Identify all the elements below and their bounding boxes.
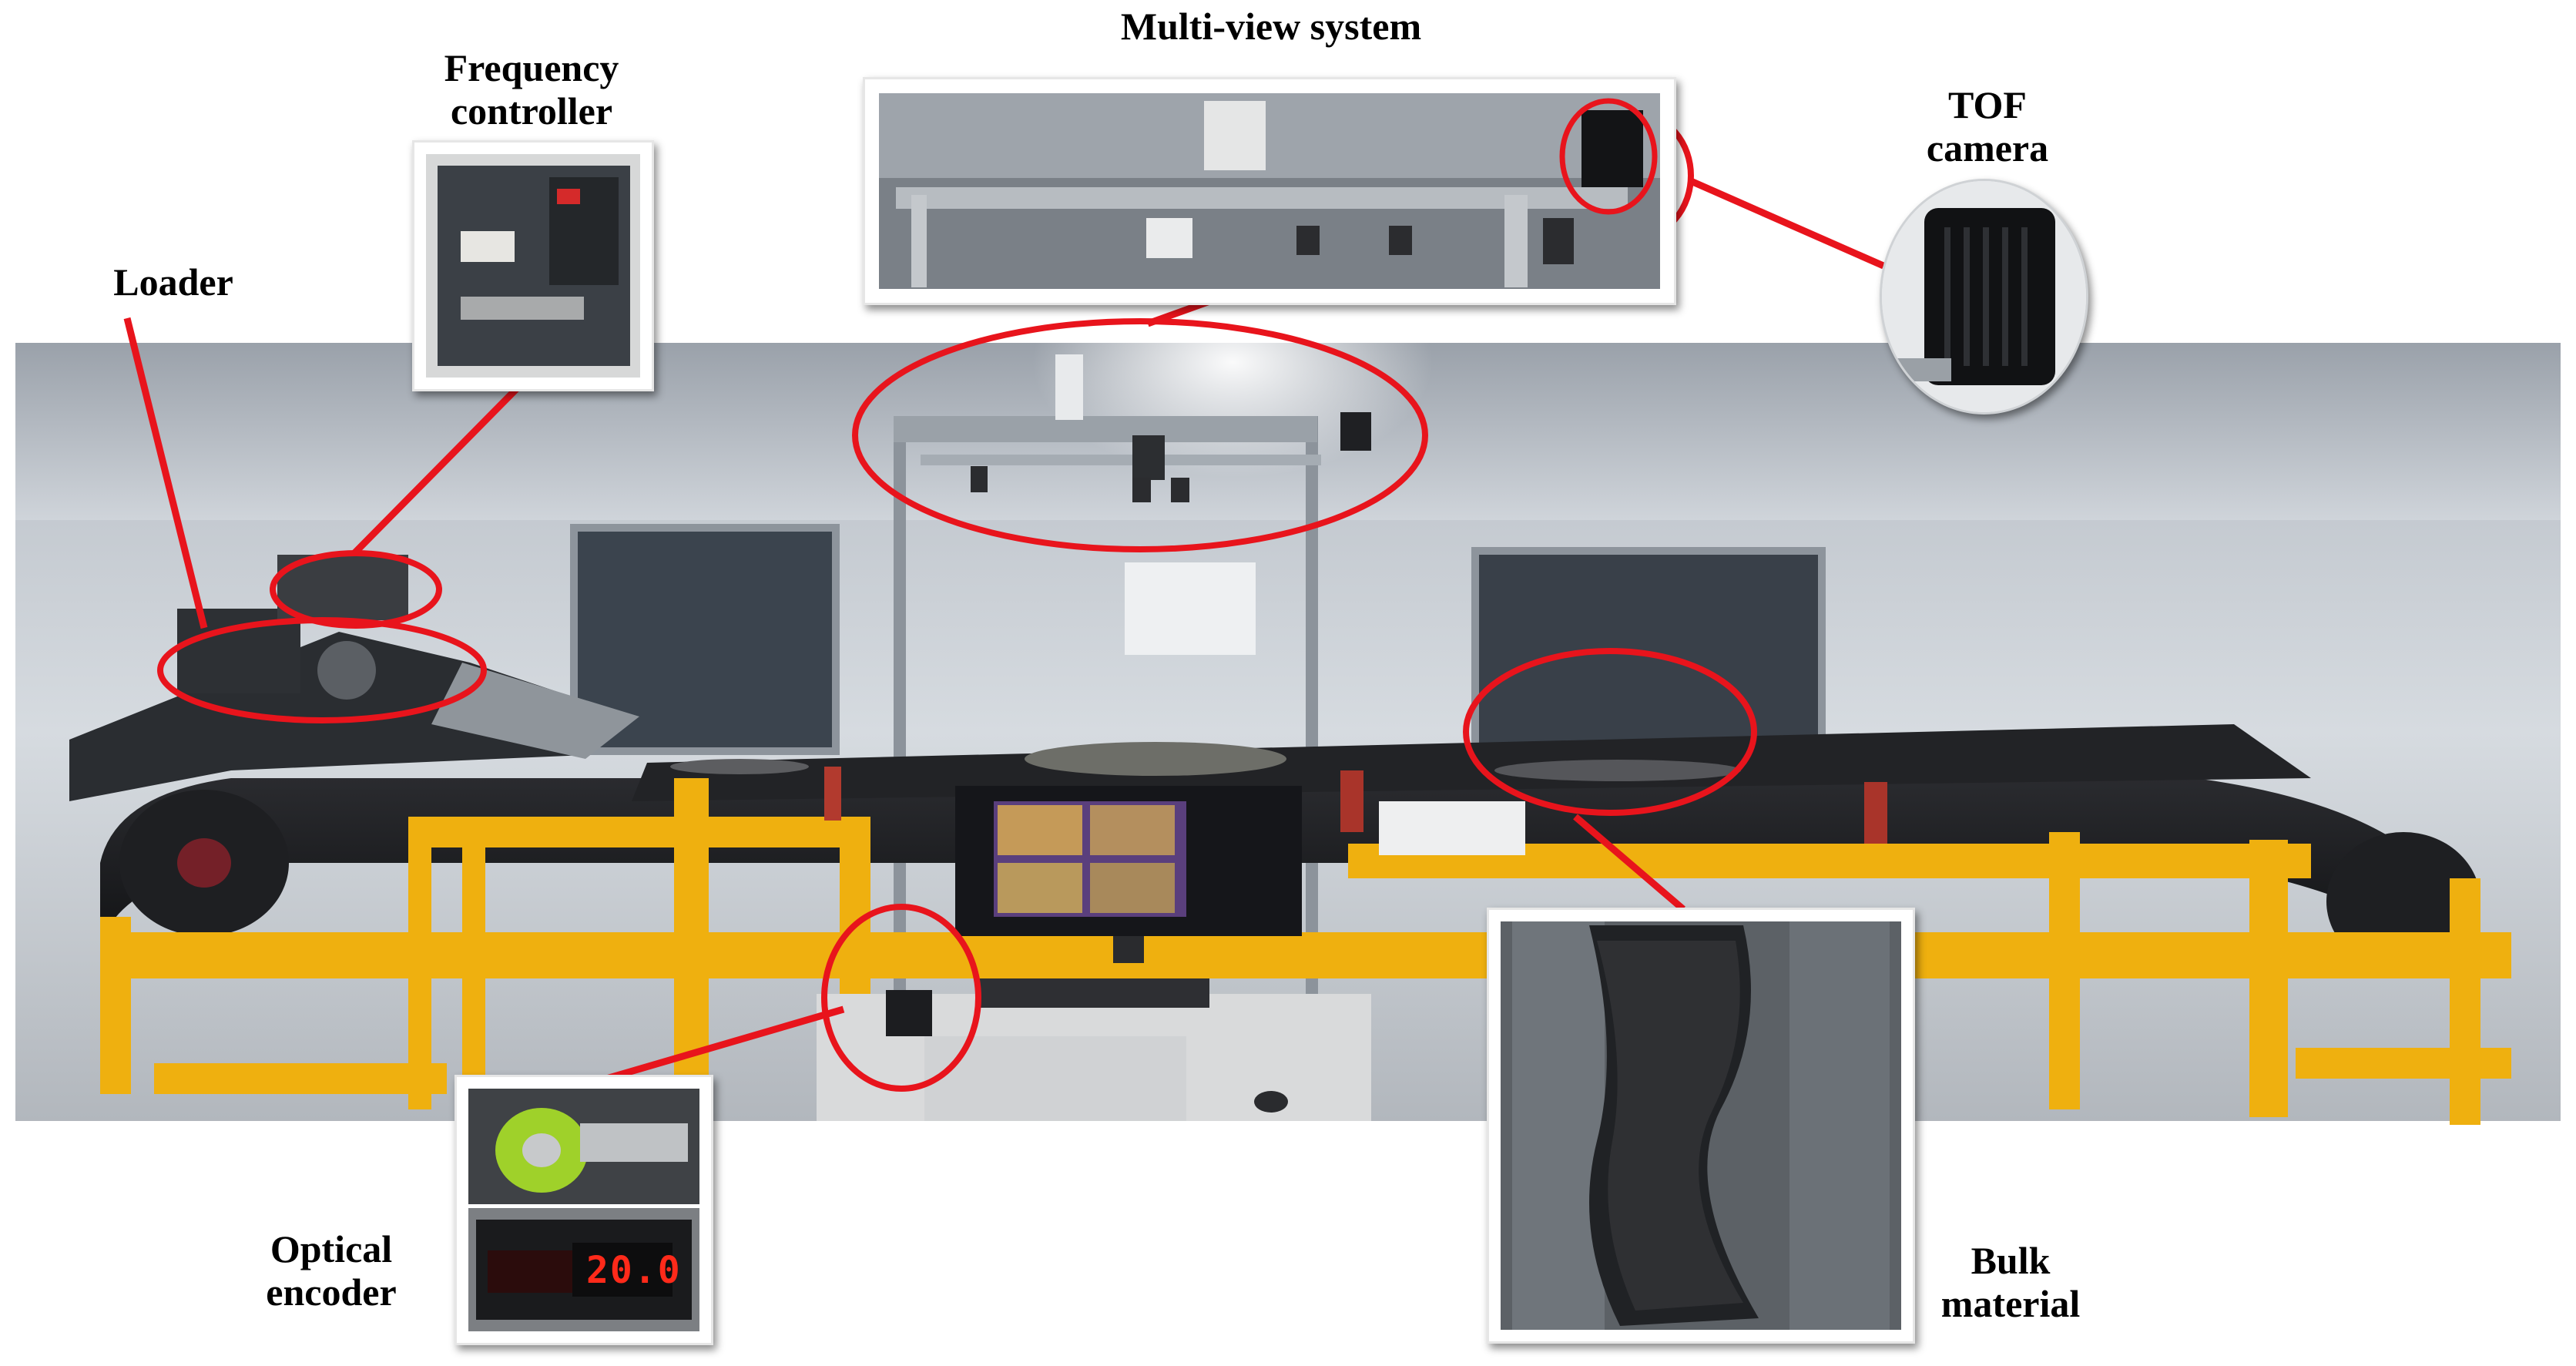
leader-line-encoder bbox=[592, 1005, 845, 1086]
encoder-inset-image bbox=[468, 1089, 699, 1331]
leader-line-bulk bbox=[1573, 814, 1685, 912]
encoder-display-readout: 20.0 bbox=[586, 1249, 682, 1292]
label-loader: Loader bbox=[113, 260, 233, 304]
callout-ellipse-multiview bbox=[852, 318, 1428, 552]
leader-line-tof bbox=[1689, 177, 1885, 270]
callout-ellipse-encoder bbox=[821, 904, 981, 1092]
callout-ellipse-loader bbox=[157, 617, 487, 723]
leader-line-loader bbox=[123, 317, 208, 629]
multiview-inset-image bbox=[879, 93, 1660, 289]
inset-frequency-photo bbox=[412, 140, 654, 391]
tof-callout-circle-inset bbox=[1559, 98, 1658, 215]
label-bulk-material: Bulk material bbox=[1940, 1239, 2081, 1325]
frequency-inset-image bbox=[426, 154, 640, 378]
inset-encoder-photo: 20.0 bbox=[454, 1075, 713, 1345]
inset-bulk-photo bbox=[1487, 908, 1915, 1344]
label-multiview-system: Multi-view system bbox=[1120, 5, 1422, 48]
bulk-inset-image bbox=[1501, 921, 1901, 1330]
label-tof-camera: TOF camera bbox=[1926, 83, 2049, 169]
inset-multiview-photo bbox=[863, 77, 1676, 305]
label-optical-encoder: Optical encoder bbox=[266, 1227, 397, 1314]
callout-ellipse-frequency bbox=[270, 550, 442, 629]
tof-inset-image bbox=[1882, 181, 2086, 412]
inset-tof-photo bbox=[1880, 179, 2088, 414]
callout-ellipse-bulk bbox=[1463, 648, 1757, 816]
label-frequency-controller: Frequency controller bbox=[444, 46, 619, 133]
leader-line-frequency bbox=[351, 371, 535, 556]
